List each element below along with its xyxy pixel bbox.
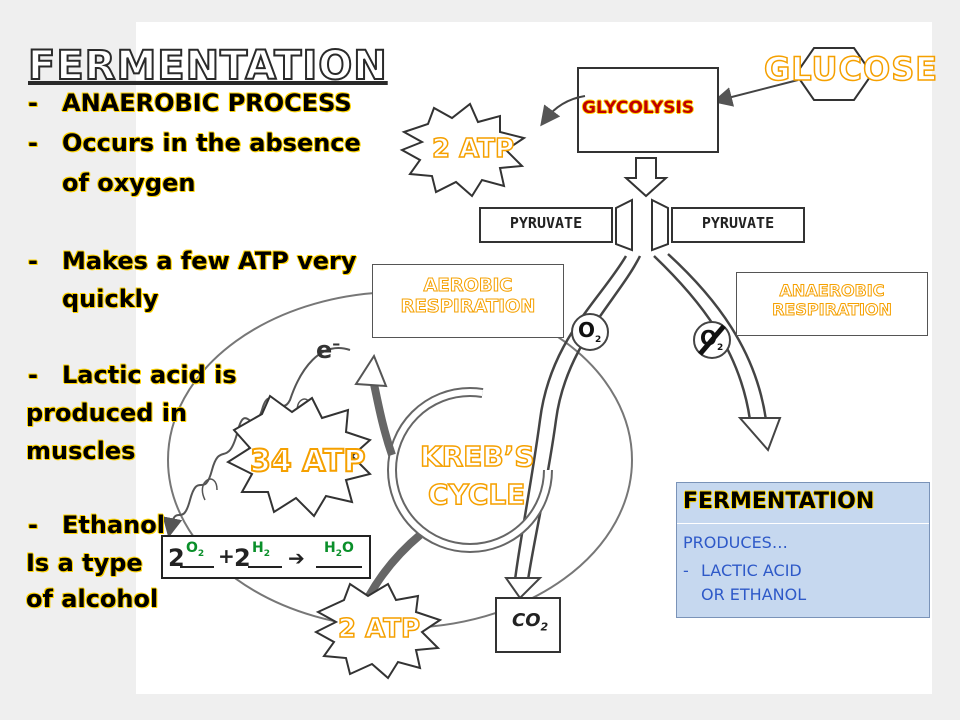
- bullet-lactic-line2: produced in: [26, 399, 188, 427]
- o2-absent-o: O: [700, 326, 718, 350]
- eq-h2o-o: O: [341, 540, 354, 556]
- anaerobic-respiration-box: ANAEROBIC RESPIRATION: [736, 272, 928, 336]
- bullet-dash: -: [28, 511, 38, 539]
- aerobic-label-line2: RESPIRATION: [400, 296, 536, 318]
- atp-34-starburst: [225, 394, 372, 518]
- bullet-few-atp-line2: quickly: [62, 285, 159, 313]
- atp-bottom-starburst: [313, 582, 443, 680]
- equation-box: [161, 535, 371, 579]
- electron-e: e: [316, 336, 333, 364]
- o2-present-icon: [571, 313, 609, 351]
- glycolysis-box: [577, 67, 719, 153]
- aerobic-label-line1: AEROBIC: [423, 275, 513, 297]
- bullet-lactic-line1: Lactic acid is: [62, 361, 237, 389]
- anaerobic-label-line2: RESPIRATION: [772, 300, 893, 320]
- krebs-label-line1: KREB’S: [419, 439, 535, 474]
- co2-label: CO2: [512, 610, 548, 634]
- fermentation-box: FERMENTATION PRODUCES… - LACTIC ACID OR …: [676, 482, 930, 618]
- bullet-lactic-line3: muscles: [26, 437, 136, 465]
- pyruvate-split-left: [615, 198, 633, 252]
- aerobic-branch-arrow-inner: [526, 255, 642, 581]
- atp-top-label: 2 ATP: [431, 133, 515, 165]
- eq-arrow-icon: ➔: [288, 546, 305, 570]
- eq-h2o: H2O: [324, 540, 354, 559]
- glycolysis-label: GLYCOLYSIS: [582, 98, 695, 118]
- fermentation-produces: PRODUCES…: [683, 533, 788, 552]
- page-title: FERMENTATION: [27, 42, 388, 90]
- eq-o2-o: O: [186, 540, 198, 556]
- atp-bottom-label: 2 ATP: [337, 613, 421, 645]
- o2-present-o: O: [578, 318, 596, 342]
- co2-box: [495, 597, 561, 653]
- glycolysis-down-arrow: [623, 157, 669, 198]
- glucose-hexagon-icon: [794, 47, 874, 101]
- eq-plus: +: [218, 544, 235, 568]
- atp-top-arrow: [540, 95, 586, 127]
- co2-co: CO: [512, 610, 541, 631]
- krebs-electron-arrow: [368, 374, 396, 457]
- pyruvate-left-box: [479, 207, 613, 243]
- equation: 2 O2 + 2 H2 ➔ H2O: [166, 538, 370, 578]
- bullet-few-atp-line1: Makes a few ATP very: [62, 247, 357, 275]
- o2-present-label: O2: [578, 318, 601, 345]
- fermentation-lactic: LACTIC ACID: [701, 561, 802, 580]
- pyruvate-right-label: PYRUVATE: [701, 214, 775, 232]
- bullet-absence-line2: of oxygen: [62, 169, 196, 197]
- eq-h2: H2: [252, 540, 270, 559]
- bullet-ethanol-line2: Is a type: [26, 549, 143, 577]
- fermentation-box-divider: [677, 523, 929, 524]
- aerobic-arrowhead: [504, 577, 543, 600]
- anaerobic-branch-arrow-inner: [667, 253, 768, 421]
- atp-top-starburst: [399, 102, 527, 198]
- atp-34-label: 34 ATP: [249, 443, 367, 480]
- glucose-arrow: [712, 79, 799, 107]
- fermentation-ethanol: OR ETHANOL: [701, 585, 807, 604]
- eq-o2: O2: [186, 540, 204, 559]
- pyruvate-left-label: PYRUVATE: [509, 214, 583, 232]
- bullet-anaerobic-process: ANAEROBIC PROCESS: [62, 89, 352, 117]
- pyruvate-split-right: [651, 198, 669, 252]
- anaerobic-arrowhead: [737, 417, 782, 452]
- bullet-dash: -: [28, 361, 38, 389]
- eq-h2-sub: 2: [263, 548, 270, 559]
- o2-present-sub: 2: [595, 335, 602, 345]
- o2-absent-slash: [698, 324, 726, 356]
- bullet-dash: -: [28, 129, 38, 157]
- krebs-label-line2: CYCLE: [427, 477, 526, 512]
- fermentation-dash: -: [683, 561, 689, 580]
- bullet-ethanol-line1: Ethanol: [62, 511, 165, 539]
- eq-coef-2: 2: [234, 544, 251, 572]
- pyruvate-right-box: [671, 207, 805, 243]
- aerobic-respiration-box: AEROBIC RESPIRATION: [372, 264, 564, 338]
- krebs-electron-arrowhead: [354, 353, 388, 388]
- anaerobic-label-line1: ANAEROBIC: [779, 281, 885, 301]
- bullet-dash: -: [28, 89, 38, 117]
- bullet-absence-line1: Occurs in the absence: [62, 129, 361, 157]
- eq-h2o-sub: 2: [335, 548, 342, 559]
- electron-sup: –: [332, 334, 341, 353]
- bullet-ethanol-line3: of alcohol: [26, 585, 159, 613]
- o2-absent-sub: 2: [717, 343, 724, 353]
- bullet-dash: -: [28, 247, 38, 275]
- eq-h2-h: H: [252, 540, 264, 556]
- eq-coef-1: 2: [168, 544, 185, 572]
- aerobic-branch-arrow: [513, 255, 628, 581]
- electron-label: e–: [316, 334, 340, 364]
- eq-o2-sub: 2: [197, 548, 205, 559]
- krebs-cycle-ring-inner: [389, 389, 551, 551]
- o2-absent-label: O2: [700, 326, 723, 353]
- glucose-label: GLUCOSE: [763, 49, 939, 89]
- eq-h2o-h: H: [324, 540, 336, 556]
- co2-sub: 2: [540, 620, 549, 634]
- fermentation-box-title: FERMENTATION: [683, 489, 875, 514]
